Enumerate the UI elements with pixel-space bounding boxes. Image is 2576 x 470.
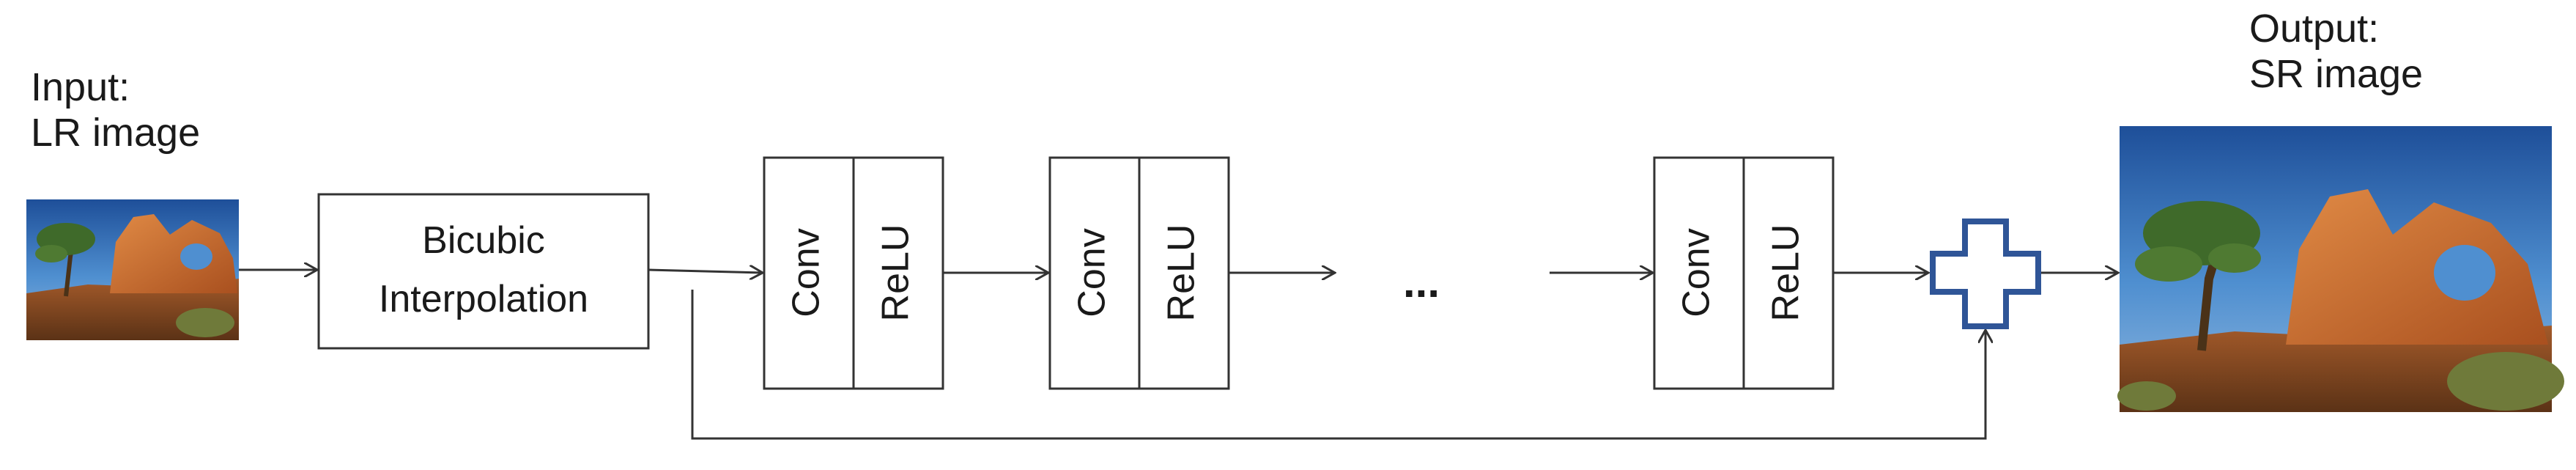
- input-label: Input: LR image: [31, 65, 200, 155]
- relu-label-n: ReLU: [1765, 224, 1807, 322]
- conv-relu-layer-n: Conv ReLU: [1653, 156, 1835, 390]
- conv-label-2: Conv: [1071, 228, 1114, 317]
- conv-label-1: Conv: [785, 228, 828, 317]
- sum-plus-icon: [1930, 219, 2041, 329]
- input-label-line2: LR image: [31, 111, 201, 155]
- conv-label-n: Conv: [1676, 228, 1718, 317]
- bicubic-line1: Bicubic: [422, 219, 545, 262]
- conv-relu-layer-2: Conv ReLU: [1048, 156, 1230, 390]
- lr-image: [26, 199, 239, 340]
- output-label-line1: Output:: [2249, 7, 2380, 51]
- bicubic-line2: Interpolation: [379, 278, 588, 320]
- relu-label-2: ReLU: [1161, 224, 1203, 322]
- output-label: Output: SR image: [2249, 6, 2423, 97]
- sr-image: [2117, 126, 2564, 412]
- skip-connection: [691, 290, 1985, 440]
- bicubic-interpolation-block: Bicubic Interpolation: [317, 193, 650, 350]
- connectors: [239, 270, 2118, 440]
- output-label-line2: SR image: [2249, 52, 2424, 97]
- arrow-bicubic-to-layer1: [648, 270, 763, 273]
- relu-label-1: ReLU: [875, 224, 917, 322]
- conv-relu-layer-1: Conv ReLU: [763, 156, 944, 390]
- input-label-line1: Input:: [31, 65, 130, 109]
- ellipsis: ...: [1403, 257, 1440, 306]
